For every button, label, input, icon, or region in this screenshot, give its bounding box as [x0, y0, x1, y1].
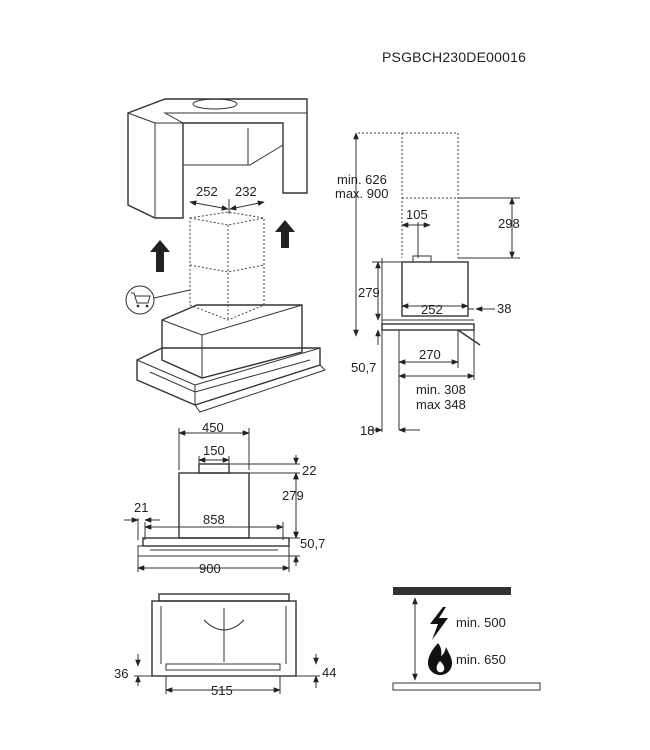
bottom-left-depth: 36	[114, 666, 128, 681]
side-depth-max: max 348	[416, 397, 466, 412]
flame-icon	[428, 643, 452, 675]
side-panel-height: 50,7	[351, 360, 376, 375]
side-chimney-drop: 298	[498, 216, 520, 231]
front-body-height: 279	[282, 488, 304, 503]
bottom-view: 36 44 515	[114, 593, 336, 698]
side-range-min: min. 626	[337, 172, 387, 187]
side-panel-depth: 270	[419, 347, 441, 362]
front-inner-width: 858	[203, 512, 225, 527]
side-front-offset: 38	[497, 301, 511, 316]
iso-dim-right: 232	[235, 184, 257, 199]
side-depth-min: min. 308	[416, 382, 466, 397]
clearance-view: min. 500 min. 650	[392, 587, 541, 691]
hood-body-iso	[136, 304, 326, 413]
front-outlet-width: 150	[203, 443, 225, 458]
chimney-outline	[189, 211, 265, 321]
document-code: PSGBCH230DE00016	[382, 49, 527, 65]
front-outlet-height: 22	[302, 463, 316, 478]
wall-cabinet	[127, 98, 308, 219]
isometric-view: 252 232	[125, 98, 326, 413]
iso-dim-left: 252	[196, 184, 218, 199]
front-side-offset: 21	[134, 500, 148, 515]
side-wall-gap: 18	[360, 423, 374, 438]
side-duct-offset: 105	[406, 207, 428, 222]
side-body-height: 279	[358, 285, 380, 300]
side-view: min. 626 max. 900 105 298 279 252 38 50,…	[335, 132, 520, 438]
clearance-electric-label: min. 500	[456, 615, 506, 630]
shopping-cart-icon	[125, 285, 191, 315]
clearance-gas-label: min. 650	[456, 652, 506, 667]
front-body-width: 450	[202, 420, 224, 435]
bottom-panel-width: 515	[211, 683, 233, 698]
lift-arrows	[150, 220, 295, 272]
iso-dimension-top: 252 232	[189, 184, 265, 214]
front-panel-height: 50,7	[300, 536, 325, 551]
lightning-icon	[430, 607, 448, 640]
side-body-depth: 252	[421, 302, 443, 317]
side-range-max: max. 900	[335, 186, 388, 201]
front-view: 450 150 22 279 21 858	[124, 420, 325, 576]
bottom-right-depth: 44	[322, 665, 336, 680]
front-total-width: 900	[199, 561, 221, 576]
